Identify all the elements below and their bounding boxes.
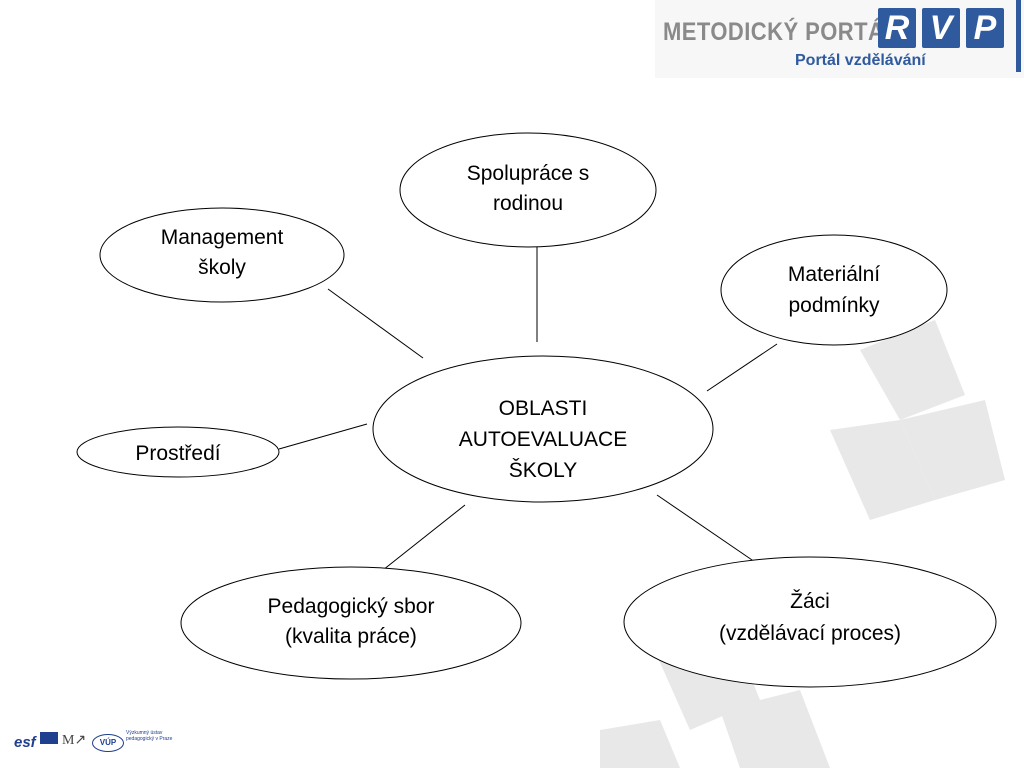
vup-logo: VÚP <box>92 734 124 752</box>
brand-title: METODICKÝ PORTÁL <box>663 18 899 46</box>
node-zaci-line1: Žáci <box>790 590 830 613</box>
connector-pedagogicky <box>382 504 466 571</box>
node-spoluprace-line2: rodinou <box>493 192 563 215</box>
node-pedagogicky-line1: Pedagogický sbor <box>268 595 435 618</box>
node-management: Management školy <box>99 207 345 303</box>
node-management-line2: školy <box>198 256 246 279</box>
brand-letter-v: V <box>922 8 960 48</box>
footer-logos: esf M↗ VÚP Výzkumný ústav pedagogický v … <box>14 728 184 758</box>
connector-zaci <box>656 494 756 563</box>
node-center-line1: OBLASTI <box>499 397 588 420</box>
node-prostredi-label: Prostředí <box>135 442 220 465</box>
msmt-logo-icon: M↗ <box>62 733 87 748</box>
node-prostredi: Prostředí <box>76 426 280 478</box>
node-spoluprace: Spolupráce s rodinou <box>399 132 657 248</box>
connector-materialni <box>706 343 778 392</box>
node-pedagogicky-line2: (kvalita práce) <box>285 625 417 648</box>
node-materialni-line1: Materiální <box>788 263 880 286</box>
vup-name: Výzkumný ústav pedagogický v Praze <box>126 730 173 742</box>
esf-logo: esf <box>14 734 36 751</box>
connector-prostredi <box>278 423 368 450</box>
node-management-line1: Management <box>161 226 284 249</box>
brand-bar <box>1016 0 1021 72</box>
brand-letter-r: R <box>878 8 916 48</box>
node-center-line2: AUTOEVALUACE <box>459 428 627 451</box>
node-materialni: Materiální podmínky <box>720 234 948 346</box>
node-materialni-line2: podmínky <box>788 294 880 317</box>
node-center: OBLASTI AUTOEVALUACE ŠKOLY <box>372 355 714 503</box>
node-center-line3: ŠKOLY <box>509 459 577 482</box>
eu-flag-icon <box>40 732 58 744</box>
connector-management <box>327 288 424 359</box>
node-pedagogicky: Pedagogický sbor (kvalita práce) <box>180 566 522 680</box>
node-spoluprace-line1: Spolupráce s <box>467 162 590 185</box>
header-brand <box>655 0 1024 78</box>
brand-letter-p: P <box>966 8 1004 48</box>
node-zaci-line2: (vzdělávací proces) <box>719 622 901 645</box>
brand-subtitle: Portál vzdělávání <box>795 52 926 69</box>
node-zaci: Žáci (vzdělávací proces) <box>623 556 997 688</box>
